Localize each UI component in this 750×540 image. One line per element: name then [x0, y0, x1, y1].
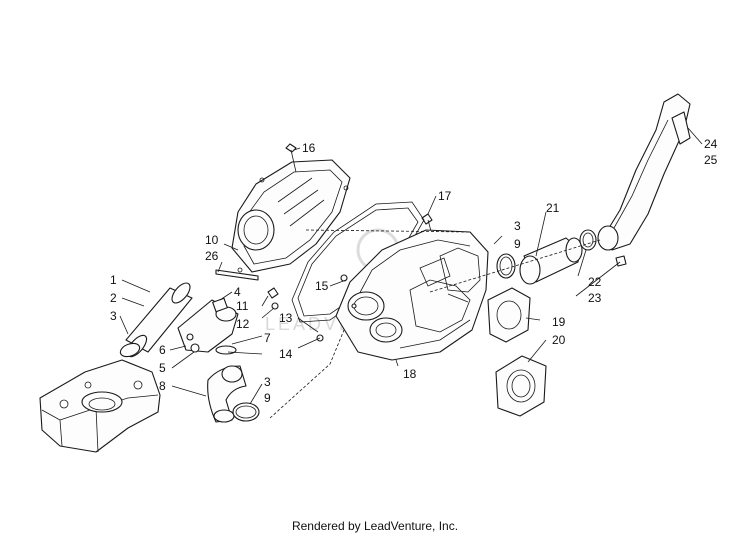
intake-duct [119, 282, 193, 358]
callout-6: 6 [159, 343, 166, 357]
callout-17: 17 [438, 189, 452, 203]
callout-labels: 1 2 3 4 5 6 7 8 3 9 10 26 11 12 13 14 15… [110, 137, 718, 405]
callout-9b: 9 [514, 237, 521, 251]
callout-8: 8 [159, 379, 166, 393]
leader-lines [119, 127, 703, 419]
clutch-housing [335, 229, 489, 361]
callout-11: 11 [236, 299, 249, 313]
clutch-cover [231, 159, 351, 273]
callout-13: 13 [279, 311, 293, 325]
callout-12: 12 [236, 317, 250, 331]
callout-2: 2 [110, 291, 117, 305]
callout-1: 1 [110, 273, 117, 287]
callout-23: 23 [588, 291, 602, 305]
duct-flanges [487, 287, 547, 417]
callout-25: 25 [704, 153, 718, 167]
bolts [285, 143, 435, 243]
callout-9a: 9 [264, 391, 271, 405]
callout-5: 5 [159, 361, 166, 375]
callout-4: 4 [234, 285, 241, 299]
callout-14: 14 [279, 347, 293, 361]
gasket [291, 201, 425, 323]
callout-26: 26 [205, 249, 219, 263]
small-hardware [215, 269, 357, 342]
callout-3a: 3 [110, 309, 117, 323]
callout-15: 15 [315, 279, 329, 293]
intake-housing [177, 297, 239, 355]
callout-3c: 3 [514, 219, 521, 233]
callout-16: 16 [302, 141, 316, 155]
intake-base [39, 359, 161, 453]
callout-10: 10 [205, 233, 219, 247]
exhaust-duct [597, 93, 691, 267]
callout-24: 24 [704, 137, 718, 151]
callout-22: 22 [588, 275, 602, 289]
callout-3b: 3 [264, 375, 271, 389]
callout-18: 18 [403, 367, 417, 381]
callout-20: 20 [552, 333, 566, 347]
callout-21: 21 [546, 201, 560, 215]
callout-7: 7 [264, 331, 271, 345]
outlet-boot [496, 229, 597, 285]
callout-19: 19 [552, 315, 566, 329]
footer-credit: Rendered by LeadVenture, Inc. [291, 519, 459, 533]
elbow-duct [207, 365, 260, 423]
